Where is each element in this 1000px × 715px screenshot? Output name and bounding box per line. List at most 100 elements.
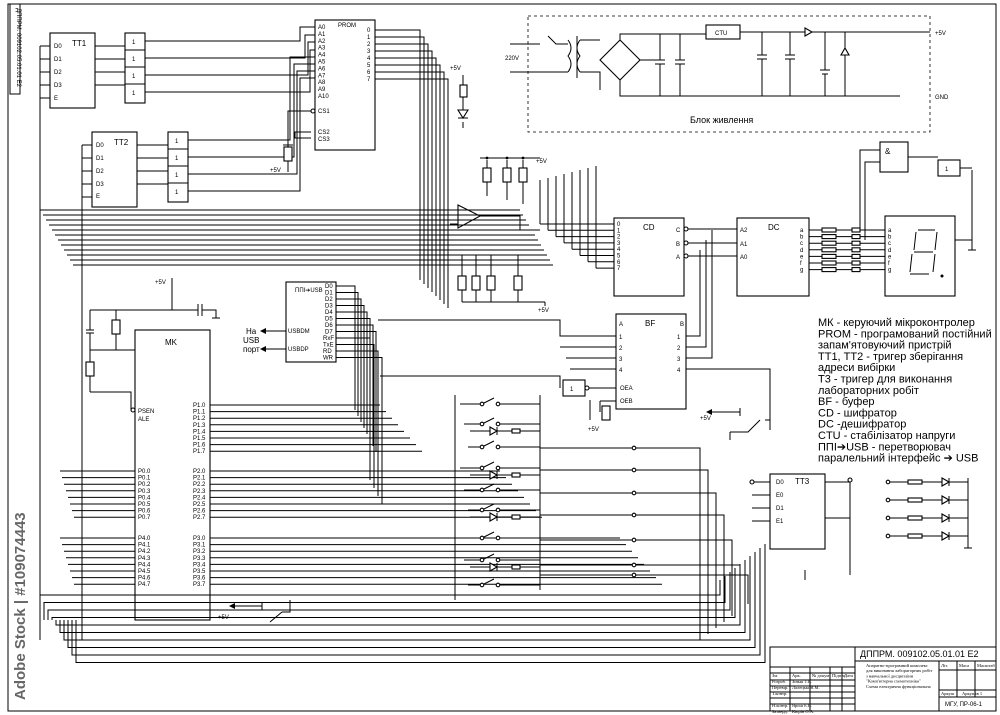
tt2-or-1: 1 — [175, 139, 179, 145]
mk-pin-p4-3: P4.3 — [138, 556, 151, 562]
dc-in-a0: A0 — [740, 255, 748, 261]
usb-pin-wr: WR — [323, 356, 334, 362]
prom-in-a10: A10 — [318, 94, 329, 100]
tt3-pin-d1: D1 — [776, 506, 784, 512]
mk-pin-p3-0: P3.0 — [193, 536, 206, 542]
bus-line — [67, 552, 756, 648]
seg-resistor-2 — [851, 253, 861, 259]
usb-pin-d3: D3 — [325, 304, 333, 310]
pullup-resistor — [482, 167, 492, 183]
cd-in-5: 5 — [617, 254, 621, 260]
dc-out-d: d — [800, 248, 803, 254]
usb-usbdp: USBDP — [288, 347, 309, 353]
mk-pin-p2-2: P2.2 — [193, 482, 206, 488]
pulldown-resistor — [457, 275, 467, 291]
usb-pin-rd: RD — [323, 349, 332, 355]
mk-pin-p3-2: P3.2 — [193, 549, 206, 555]
switch-wire — [468, 440, 540, 448]
usb-pin-d0: D0 — [325, 284, 333, 290]
tt1-title: TT1 — [72, 39, 87, 48]
dc-in-a1: A1 — [740, 242, 748, 248]
prom-cs2: CS2 — [318, 130, 330, 136]
title-mass: Маса — [959, 663, 969, 668]
bf-buffer-label: 1 — [570, 387, 574, 393]
usb-data-wire — [336, 285, 356, 410]
seg-resistor — [821, 227, 837, 233]
title-block: ДППРМ. 009102.05.01.01 Е2 Апаратно-прогр… — [769, 646, 997, 714]
tt1-block: TT1 D0 D1 D2 D3 E 1 1 1 1 — [39, 26, 315, 640]
prom-in-a0: A0 — [318, 25, 326, 31]
seg-resistor-2 — [851, 247, 861, 253]
bf-switch-group: +5V — [700, 408, 770, 440]
dc-in-a2: A2 — [740, 228, 748, 234]
dc-out-a: a — [800, 228, 804, 234]
out-led-resistor — [907, 479, 923, 485]
usb-pin-d6: D6 — [325, 323, 333, 329]
tt1-or-1: 1 — [132, 40, 136, 46]
legend-line-11: CTU - стабілізатор напруги — [818, 430, 955, 442]
usb-title: ППІ➔USB — [295, 288, 323, 294]
switch-contact — [479, 421, 485, 427]
switch-wire — [468, 503, 540, 511]
cd-in-3: 3 — [617, 241, 621, 247]
legend-line-2: PROM - програмований постійний — [818, 328, 992, 340]
mk-plus5: +5V — [155, 280, 166, 286]
right-wire — [540, 539, 733, 616]
out-led-contact — [885, 515, 891, 521]
title-row-cell: Арк. — [792, 673, 801, 678]
tt2-block: TT2 D0 D1 D2 D3 E 1 1 1 1 — [81, 56, 315, 640]
seg-resistor-2 — [851, 240, 861, 246]
mk-pin-p3-4: P3.4 — [193, 562, 206, 568]
tt2-pin-d0: D0 — [96, 143, 104, 149]
led-top-plus5: +5V — [450, 66, 461, 72]
tt2-pin-d2: D2 — [96, 169, 104, 175]
bf-switch-plus5: +5V — [700, 416, 711, 422]
led-wire — [470, 563, 540, 571]
seg-resistor-2 — [851, 267, 861, 273]
bus-line — [51, 568, 736, 620]
title-designation: ДППРМ. 009102.05.01.01 Е2 — [860, 649, 979, 659]
prom-in-a2: A2 — [318, 39, 326, 45]
pulldown-rail — [462, 301, 546, 306]
led-resistor — [511, 428, 521, 434]
mk-psen: PSEN — [138, 409, 154, 415]
dc-title: DC — [768, 223, 780, 232]
right-wire — [540, 574, 749, 604]
switch-column — [454, 395, 591, 600]
mk-pin-p0-1: P0.1 — [138, 476, 151, 482]
tt2-pin-d3: D3 — [96, 182, 104, 188]
legend-line-9: CD - шифратор — [818, 407, 897, 419]
switch-contact — [479, 507, 485, 513]
legend-line-5: адреси вибірки — [818, 362, 895, 374]
bus-line — [39, 580, 721, 620]
bf-block: BF A B 1 2 3 4 1 2 3 4 OEA OEB 1 +5V — [378, 230, 771, 433]
title-org: МГУ, ПР-06-1 — [945, 702, 983, 708]
tt1-pin-d2: D2 — [54, 70, 62, 76]
mk-pin-p0-0: P0.0 — [138, 469, 151, 475]
pulldown-resistor — [513, 275, 523, 291]
mk-pin-p3-6: P3.6 — [193, 576, 206, 582]
and-gate-label: & — [885, 147, 891, 156]
mk-pin-p2-6: P2.6 — [193, 509, 206, 515]
pulldown-resistor — [471, 275, 481, 291]
mk-pin-p1-5: P1.5 — [193, 436, 206, 442]
tt1-pin-d1: D1 — [54, 57, 62, 63]
mk-title: MK — [165, 338, 178, 347]
and-buffer-label: 1 — [945, 167, 949, 173]
bus-line — [43, 576, 726, 620]
switch-contact-right — [631, 445, 637, 451]
prom-plus5: +5V — [270, 168, 281, 174]
power-ctu-label: CTU — [715, 31, 727, 37]
tt1-or-2: 1 — [132, 57, 136, 63]
bus-line — [71, 548, 761, 656]
led-diode — [489, 512, 499, 522]
prom-in-a1: A1 — [318, 32, 326, 38]
bus-line — [55, 564, 741, 626]
out-led-diode — [941, 531, 951, 541]
mk-pin-p4-7: P4.7 — [138, 582, 151, 588]
out-led-wire — [890, 532, 968, 540]
title-row-cell: Лалецькі В.М. — [792, 685, 820, 690]
seg-resistor-2 — [851, 234, 861, 240]
switch-contact — [479, 487, 485, 493]
